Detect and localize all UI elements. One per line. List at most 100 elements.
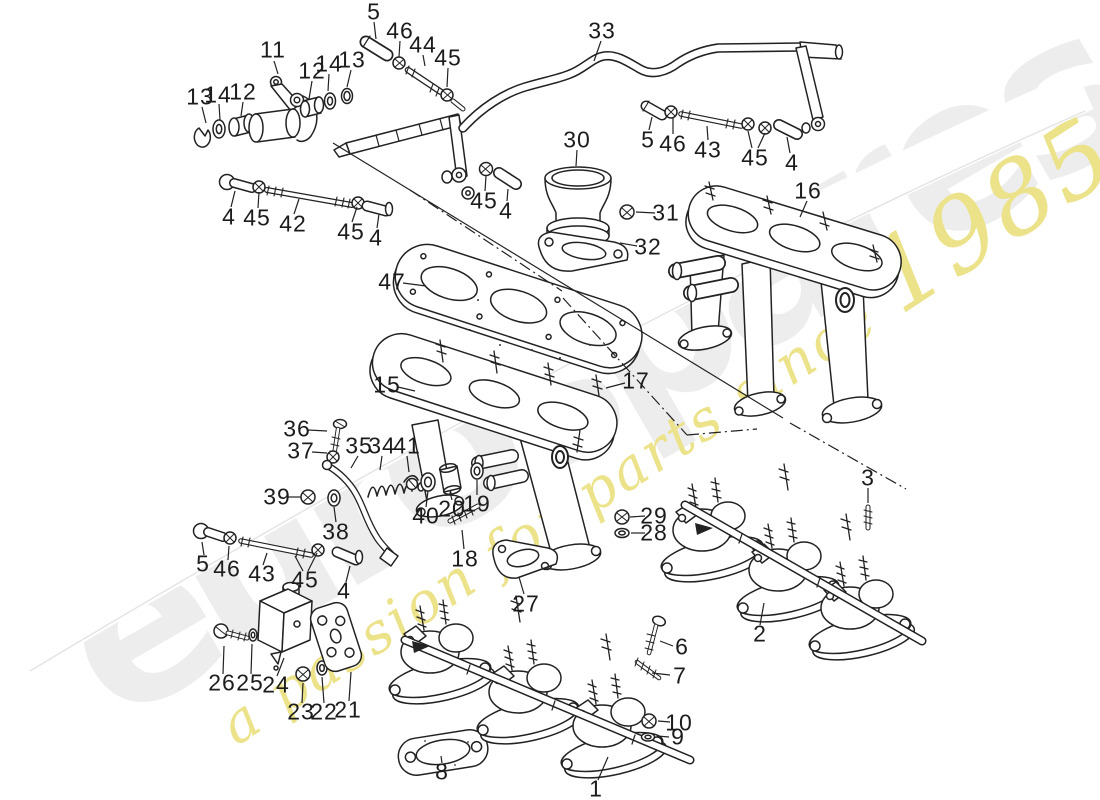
part-35-link-rod bbox=[321, 459, 399, 567]
leader-line bbox=[575, 149, 578, 167]
part-25-washer bbox=[248, 628, 258, 642]
part-24-valve-box bbox=[257, 581, 313, 671]
leader-line bbox=[425, 490, 429, 508]
part-label-27: 27 bbox=[512, 590, 540, 617]
part-label-3: 3 bbox=[861, 464, 875, 491]
leader-line bbox=[346, 69, 352, 88]
part-label-8: 8 bbox=[435, 758, 449, 785]
part-40-washer bbox=[420, 472, 436, 492]
part-32-gasket bbox=[537, 231, 629, 272]
part-label-12: 12 bbox=[298, 57, 326, 84]
assembly-2-throttle-bodies bbox=[656, 463, 927, 669]
leader-line bbox=[350, 455, 359, 469]
leader-line bbox=[449, 491, 453, 501]
callout-leader-lines bbox=[201, 21, 869, 781]
part-label-18: 18 bbox=[451, 545, 479, 572]
leader-line bbox=[307, 429, 328, 432]
part-label-28: 28 bbox=[640, 519, 668, 546]
part-9-washer bbox=[640, 732, 656, 742]
part-label-39: 39 bbox=[263, 483, 291, 510]
leader-line bbox=[230, 190, 236, 208]
part-37-nut bbox=[326, 450, 340, 464]
part-38-washer bbox=[327, 489, 341, 507]
throttle-cross-shaft bbox=[333, 113, 475, 200]
part-3-stud bbox=[863, 504, 873, 531]
part-label-36: 36 bbox=[283, 415, 311, 442]
part-11-lever-group bbox=[193, 75, 354, 148]
leader-line bbox=[651, 672, 671, 676]
part-label-46: 46 bbox=[659, 130, 687, 157]
leader-line bbox=[294, 555, 304, 572]
part-21-bracket bbox=[309, 601, 363, 673]
leader-line bbox=[506, 188, 509, 202]
part-7-stud bbox=[634, 657, 662, 681]
part-label-45: 45 bbox=[470, 187, 498, 214]
part-label-41: 41 bbox=[393, 432, 421, 459]
part-label-4: 4 bbox=[337, 577, 351, 604]
part-label-4: 4 bbox=[222, 203, 236, 230]
part-label-17: 17 bbox=[622, 367, 650, 394]
leader-line bbox=[227, 545, 230, 561]
leader-line bbox=[484, 175, 487, 192]
leader-line bbox=[518, 576, 525, 595]
leader-line bbox=[373, 21, 377, 40]
leader-line bbox=[629, 515, 646, 518]
part-label-4: 4 bbox=[499, 197, 513, 224]
part-label-1: 1 bbox=[589, 775, 603, 800]
part-label-24: 24 bbox=[262, 671, 290, 698]
leader-line bbox=[659, 640, 674, 647]
leader-line bbox=[240, 101, 244, 117]
part-label-32: 32 bbox=[634, 233, 662, 260]
part-26-screw bbox=[213, 623, 250, 642]
part-label-33: 33 bbox=[588, 17, 616, 44]
part-label-31: 31 bbox=[652, 199, 680, 226]
part-27-gasket bbox=[492, 539, 559, 579]
leader-line bbox=[747, 130, 753, 149]
part-19-washer bbox=[470, 462, 484, 480]
part-label-14: 14 bbox=[315, 50, 343, 77]
leader-line bbox=[619, 242, 638, 247]
leader-line bbox=[397, 386, 416, 392]
leader-line bbox=[262, 552, 268, 566]
fasteners-5-46-44-45-top bbox=[359, 35, 466, 112]
part-label-38: 38 bbox=[322, 518, 350, 545]
leader-line bbox=[446, 67, 449, 88]
part-label-10: 10 bbox=[665, 709, 693, 736]
leader-line bbox=[308, 80, 313, 100]
leader-line bbox=[635, 211, 656, 214]
part-label-6: 6 bbox=[675, 633, 689, 660]
part-label-45: 45 bbox=[741, 144, 769, 171]
part-label-23: 23 bbox=[287, 698, 315, 725]
part-label-44: 44 bbox=[409, 31, 437, 58]
part-28-washer bbox=[614, 527, 630, 539]
leader-line bbox=[657, 720, 671, 723]
part-10-nut bbox=[641, 713, 657, 729]
leader-line bbox=[757, 132, 766, 149]
leader-line bbox=[422, 54, 426, 67]
part-47-gasket-plate bbox=[392, 243, 643, 375]
part-label-43: 43 bbox=[248, 560, 276, 587]
part-15-intake-manifold bbox=[369, 332, 618, 571]
part-label-20: 20 bbox=[438, 495, 466, 522]
leader-line bbox=[656, 735, 670, 738]
part-6-adjust-screw bbox=[644, 615, 667, 656]
part-label-11: 11 bbox=[260, 36, 286, 63]
part-20-spacer bbox=[438, 462, 462, 496]
leader-line bbox=[379, 455, 383, 471]
leader-line bbox=[321, 676, 325, 704]
part-label-5: 5 bbox=[196, 550, 210, 577]
part-label-26: 26 bbox=[208, 669, 236, 696]
leader-line bbox=[351, 206, 358, 223]
leader-line bbox=[402, 282, 427, 287]
part-label-45: 45 bbox=[434, 44, 462, 71]
fasteners-45-4-mid bbox=[478, 161, 522, 190]
part-label-5: 5 bbox=[641, 126, 655, 153]
part-34-spring bbox=[367, 474, 419, 498]
leader-line bbox=[218, 103, 221, 121]
part-label-4: 4 bbox=[785, 149, 799, 176]
leader-line bbox=[597, 756, 609, 781]
leader-line bbox=[333, 506, 337, 523]
part-17-studs bbox=[435, 339, 603, 453]
leader-line bbox=[440, 755, 443, 764]
